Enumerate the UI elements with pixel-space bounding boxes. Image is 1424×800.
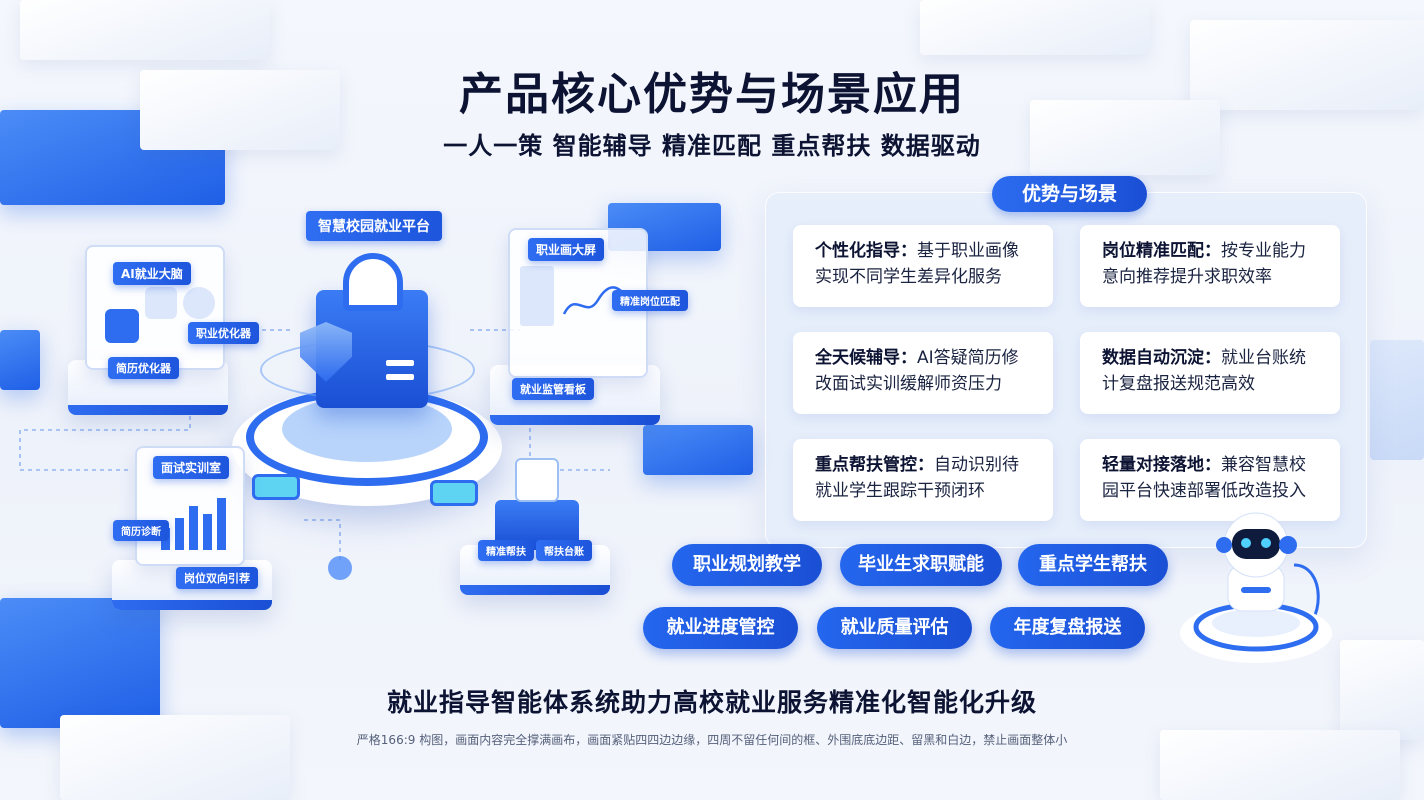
- advantage-card: 个性化指导：基于职业画像 实现不同学生差异化服务: [793, 225, 1053, 307]
- advantage-card-text: 改面试实训缓解师资压力: [815, 374, 1002, 394]
- bg-tile-blue: [0, 598, 160, 728]
- user-icon: [145, 287, 177, 319]
- advantage-card-title: 重点帮扶管控：: [815, 455, 934, 475]
- advantage-card-title: 轻量对接落地：: [1102, 455, 1221, 475]
- advantage-card-title: 全天候辅导：: [815, 348, 917, 368]
- advantage-card-text: 计复盘报送规范高效: [1102, 374, 1255, 394]
- bottom-right-tag-2: 帮扶台账: [536, 540, 592, 561]
- bg-tile: [60, 715, 290, 800]
- footer-slogan: 就业指导智能体系统助力高校就业服务精准化智能化升级: [386, 688, 1037, 717]
- bottom-left-tag-2: 岗位双向引荐: [176, 567, 258, 589]
- lock-icon: [343, 253, 403, 311]
- advantage-card: 岗位精准匹配：按专业能力 意向推荐提升求职效率: [1080, 225, 1340, 307]
- scene-pill-graduate-job[interactable]: 毕业生求职赋能: [840, 544, 1002, 586]
- base-panel-right: [430, 480, 478, 506]
- bg-tile-blue: [643, 425, 753, 475]
- advantage-card-text: 园平台快速部署低改造投入: [1102, 481, 1306, 501]
- footer-note: 严格166:9 构图，画面内容完全撑满画布，画面紧贴四四边边缘，四周不留任何间的…: [356, 733, 1068, 747]
- globe-icon: [183, 287, 215, 319]
- advantage-card-title: 个性化指导：: [815, 241, 917, 261]
- advantage-card-title: 岗位精准匹配：: [1102, 241, 1221, 261]
- bg-tile: [1030, 100, 1220, 175]
- advantage-card-text: 基于职业画像: [917, 241, 1019, 261]
- advantage-card-text: 就业台账统: [1221, 348, 1306, 368]
- bg-tile: [140, 70, 340, 150]
- advantage-card-text: AI答疑简历修: [917, 348, 1019, 368]
- bg-tile: [1190, 20, 1424, 110]
- advantage-card-text: 按专业能力: [1221, 241, 1306, 261]
- advantage-card-text: 意向推荐提升求职效率: [1102, 267, 1272, 287]
- interview-label: 面试实训室: [153, 456, 230, 479]
- right-tag-1: 精准岗位匹配: [612, 290, 688, 311]
- platform-label: 智慧校园就业平台: [306, 211, 442, 241]
- advantages-tag: 优势与场景: [992, 176, 1147, 212]
- support-cube: [515, 458, 559, 502]
- page-title: 产品核心优势与场景应用: [459, 69, 965, 120]
- left-tag-1: 职业优化器: [188, 322, 259, 344]
- bg-tile: [20, 0, 270, 60]
- robot-illustration: [1180, 512, 1332, 663]
- scene-pill-key-student[interactable]: 重点学生帮扶: [1018, 544, 1168, 586]
- right-tag-2: 就业监管看板: [512, 378, 594, 400]
- ai-brain-label: AI就业大脑: [113, 262, 191, 285]
- bottom-right-tag-1: 精准帮扶: [478, 540, 534, 561]
- scene-pill-career-planning[interactable]: 职业规划教学: [672, 544, 822, 586]
- base-panel-left: [252, 474, 300, 500]
- bg-tile: [1160, 730, 1400, 800]
- bar-chart-icon: [161, 498, 226, 550]
- scene-pill-progress[interactable]: 就业进度管控: [643, 607, 798, 649]
- bg-tile: [1370, 340, 1424, 460]
- bg-tile: [920, 0, 1150, 55]
- bg-tile-blue: [0, 330, 40, 390]
- bg-tile: [1340, 640, 1424, 740]
- advantage-card: 重点帮扶管控：自动识别待 就业学生跟踪干预闭环: [793, 439, 1053, 521]
- bottom-left-tag-1: 简历诊断: [113, 520, 169, 541]
- career-screen-label: 职业画大屏: [528, 238, 605, 261]
- page-subtitle: 一人一策 智能辅导 精准匹配 重点帮扶 数据驱动: [443, 132, 981, 160]
- advantage-card: 轻量对接落地：兼容智慧校 园平台快速部署低改造投入: [1080, 439, 1340, 521]
- advantage-card-text: 自动识别待: [934, 455, 1019, 475]
- advantage-card: 数据自动沉淀：就业台账统 计复盘报送规范高效: [1080, 332, 1340, 414]
- advantage-card: 全天候辅导：AI答疑简历修 改面试实训缓解师资压力: [793, 332, 1053, 414]
- scene-pill-quality[interactable]: 就业质量评估: [817, 607, 972, 649]
- scene-pill-annual-report[interactable]: 年度复盘报送: [990, 607, 1145, 649]
- advantage-card-title: 数据自动沉淀：: [1102, 348, 1221, 368]
- advantage-card-text: 就业学生跟踪干预闭环: [815, 481, 985, 501]
- left-tag-2: 简历优化器: [108, 357, 179, 379]
- advantage-card-text: 兼容智慧校: [1221, 455, 1306, 475]
- ai-brain-icon: [105, 309, 139, 343]
- ai-brain-card: [85, 245, 225, 370]
- advantage-card-text: 实现不同学生差异化服务: [815, 267, 1002, 287]
